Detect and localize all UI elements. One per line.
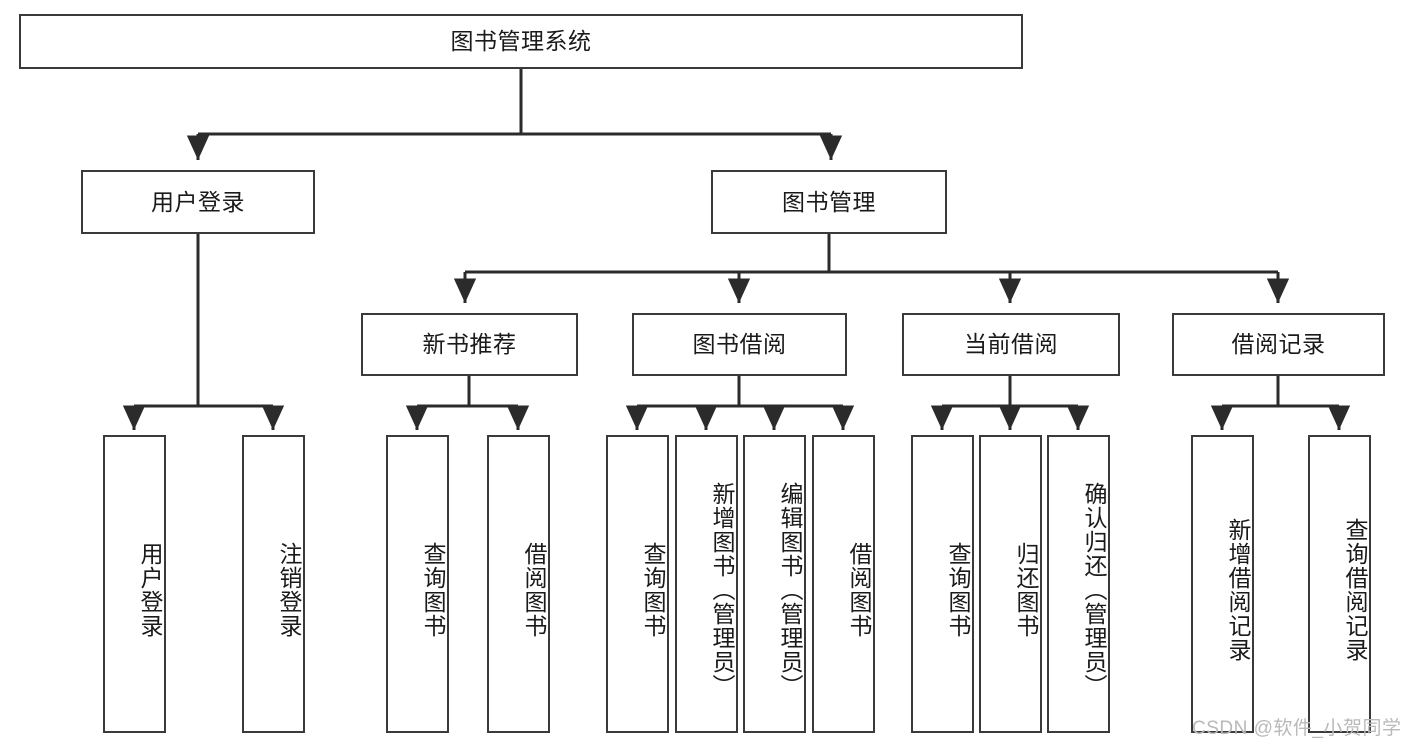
leaf-borrow-book-newbook[interactable]: 借阅图书 [487, 435, 550, 733]
leaf-logout[interactable]: 注销登录 [242, 435, 305, 733]
leaf-label: 编辑图书（管理员） [777, 482, 803, 698]
csdn-watermark: CSDN @软件_小贺同学 [1192, 718, 1402, 739]
node-root[interactable]: 图书管理系统 [19, 14, 1023, 69]
leaf-add-book-admin[interactable]: 新增图书（管理员） [675, 435, 738, 733]
node-user-login[interactable]: 用户登录 [81, 170, 315, 234]
leaf-edit-book-admin[interactable]: 编辑图书（管理员） [743, 435, 806, 733]
node-book-borrow[interactable]: 图书借阅 [632, 313, 847, 376]
leaf-query-book-current[interactable]: 查询图书 [911, 435, 974, 733]
node-book-management[interactable]: 图书管理 [711, 170, 947, 234]
leaf-label: 归还图书 [1013, 542, 1039, 638]
leaf-label: 借阅图书 [521, 542, 547, 638]
leaf-label: 用户登录 [137, 542, 163, 638]
leaf-query-book-borrow[interactable]: 查询图书 [606, 435, 669, 733]
leaf-borrow-book-borrow[interactable]: 借阅图书 [812, 435, 875, 733]
leaf-add-borrow-record[interactable]: 新增借阅记录 [1191, 435, 1254, 733]
leaf-return-book[interactable]: 归还图书 [979, 435, 1042, 733]
leaf-label: 查询图书 [420, 542, 446, 638]
leaf-query-borrow-record[interactable]: 查询借阅记录 [1308, 435, 1371, 733]
leaf-label: 新增借阅记录 [1225, 518, 1251, 662]
leaf-confirm-return-admin[interactable]: 确认归还（管理员） [1047, 435, 1110, 733]
leaf-label: 注销登录 [276, 542, 302, 638]
node-current-borrow[interactable]: 当前借阅 [902, 313, 1120, 376]
node-borrow-records[interactable]: 借阅记录 [1172, 313, 1385, 376]
leaf-user-login[interactable]: 用户登录 [103, 435, 166, 733]
leaf-label: 新增图书（管理员） [709, 482, 735, 698]
leaf-label: 查询图书 [945, 542, 971, 638]
leaf-query-book-newbook[interactable]: 查询图书 [386, 435, 449, 733]
leaf-label: 查询图书 [640, 542, 666, 638]
leaf-label: 确认归还（管理员） [1081, 482, 1107, 698]
leaf-label: 借阅图书 [846, 542, 872, 638]
node-new-book-recommend[interactable]: 新书推荐 [361, 313, 578, 376]
leaf-label: 查询借阅记录 [1342, 518, 1368, 662]
